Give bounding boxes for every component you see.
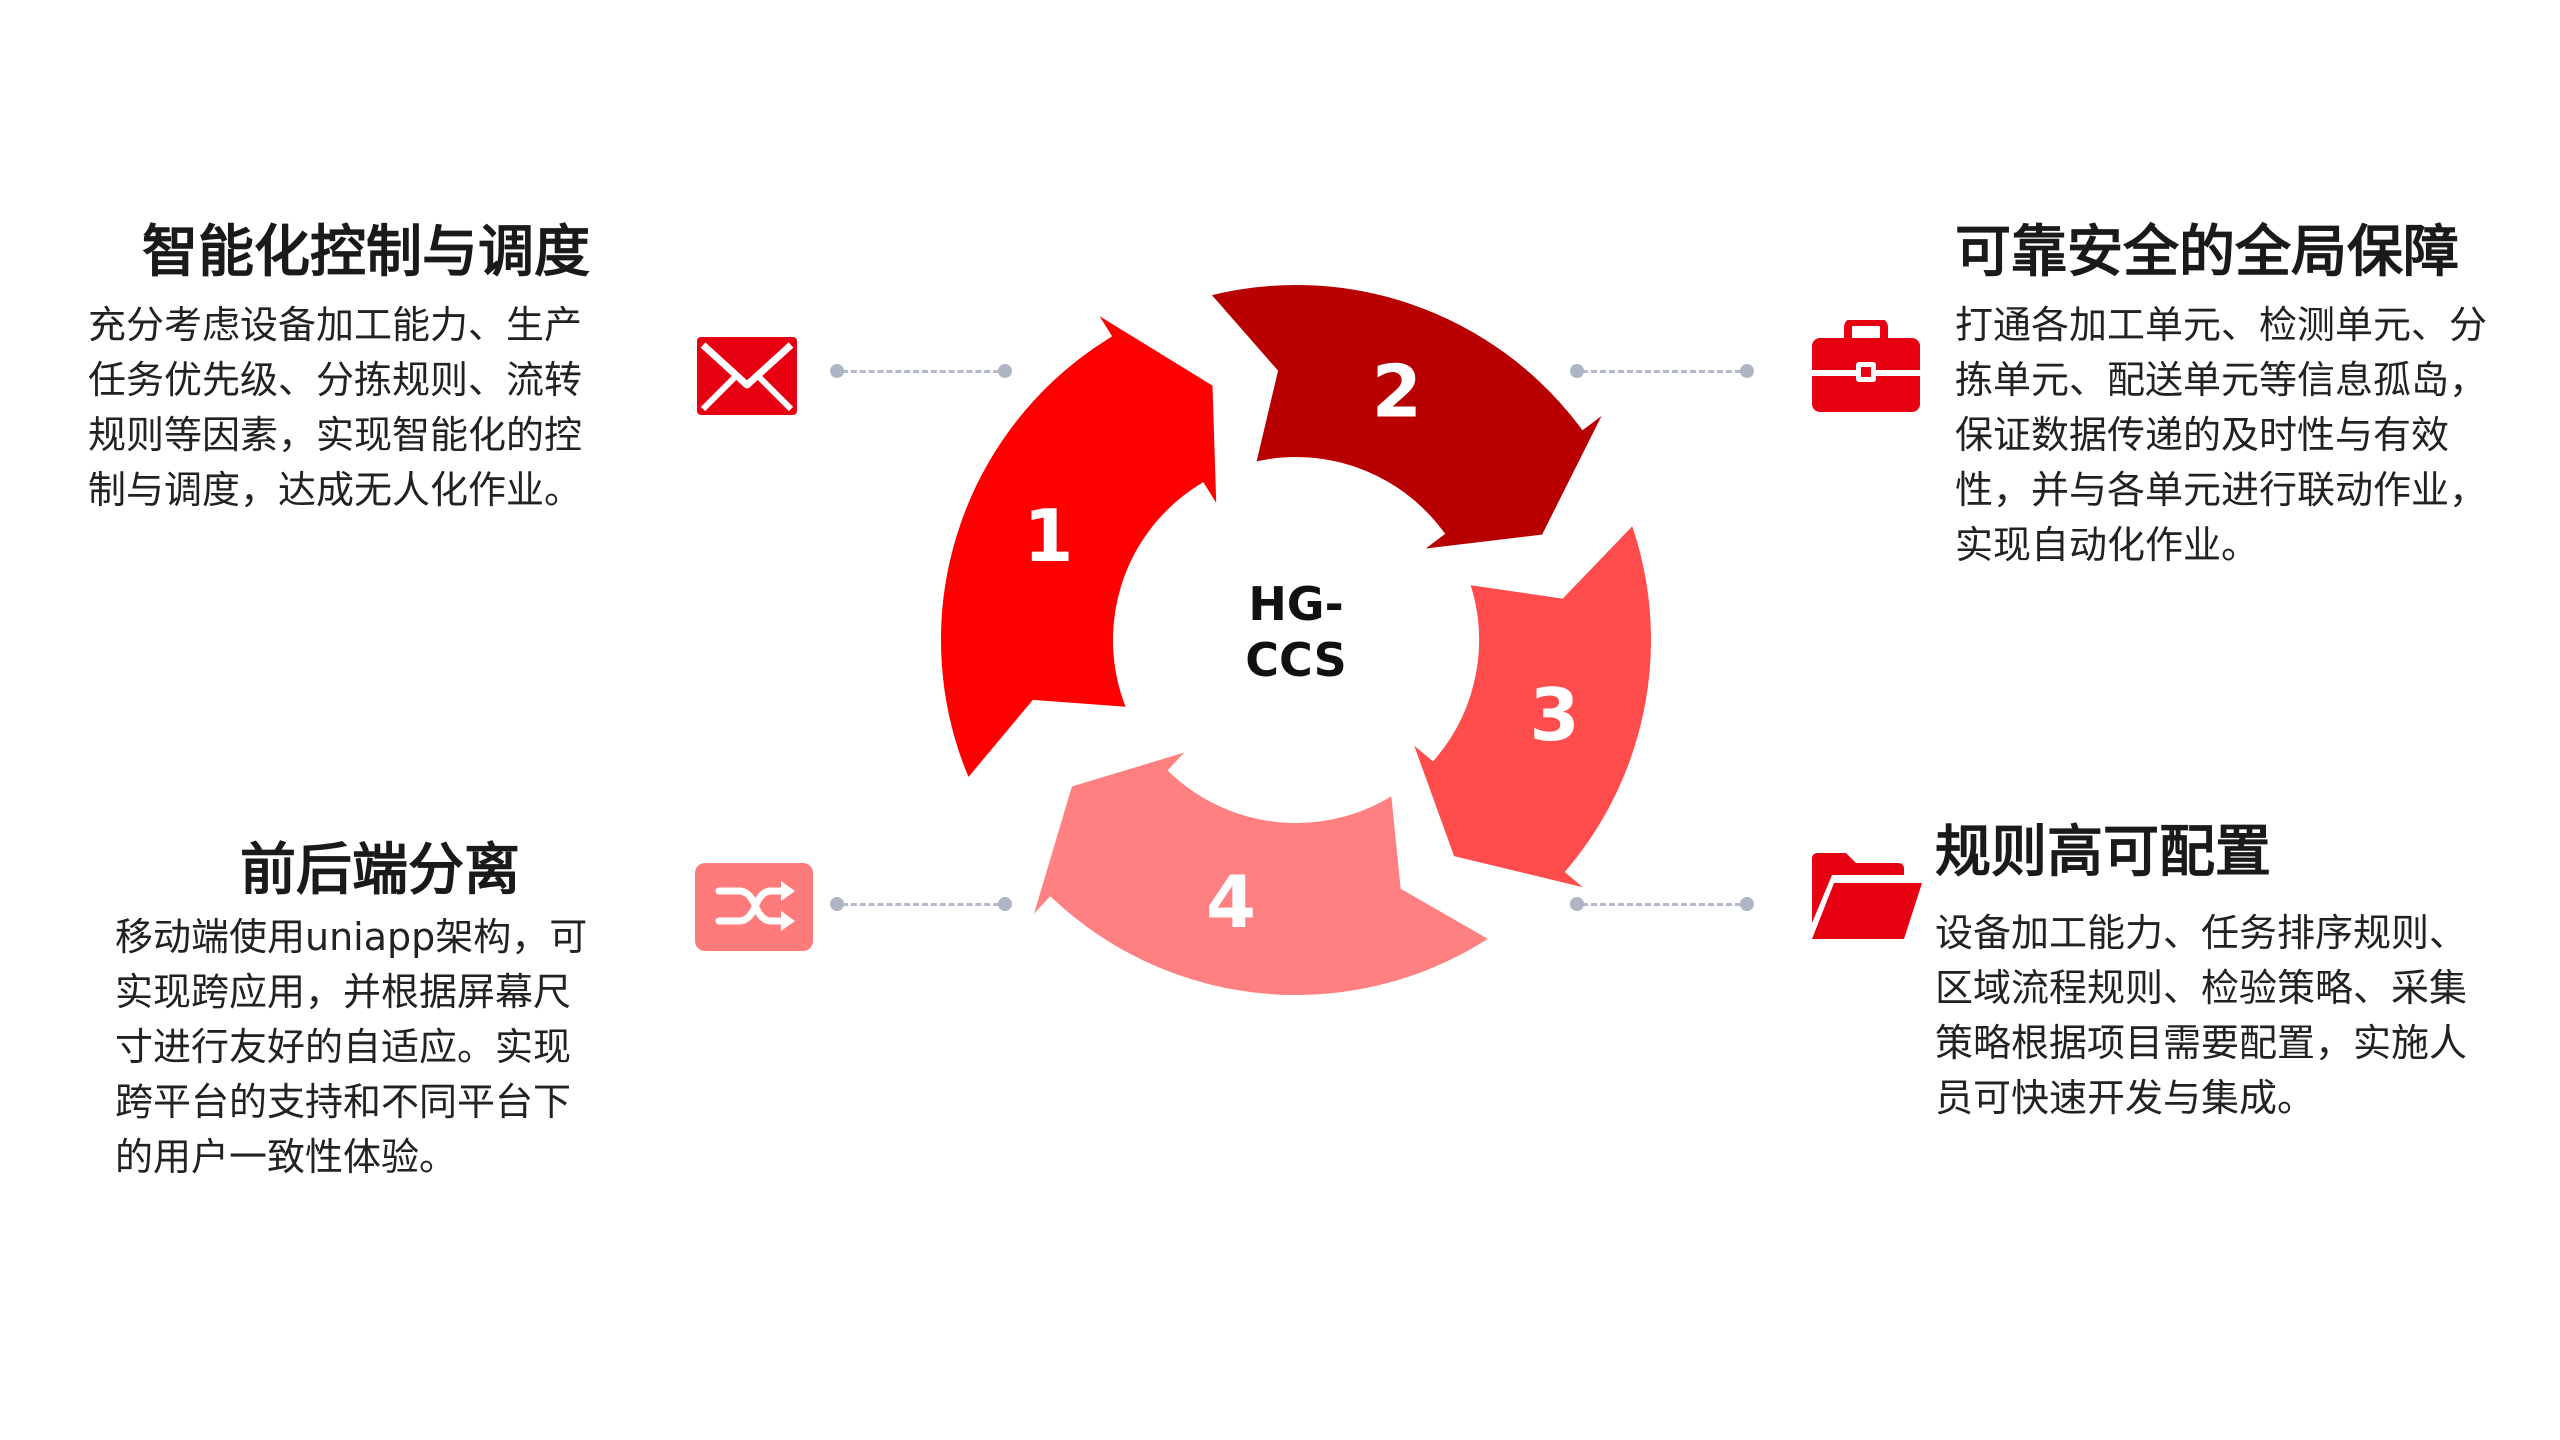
feature-description: 打通各加工单元、检测单元、分拣单元、配送单元等信息孤岛，保证数据传递的及时性与有… (1955, 303, 2488, 567)
feature-description: 充分考虑设备加工能力、生产任务优先级、分拣规则、流转规则等因素，实现智能化的控制… (88, 303, 583, 512)
cycle-segment-1 (931, 296, 1228, 796)
shuffle-icon (695, 863, 813, 951)
cycle-segment-2 (1193, 275, 1620, 563)
feature-title: 智能化控制与调度 (142, 220, 590, 285)
feature-description: 移动端使用uniapp架构，可实现跨应用，并根据屏幕尺寸进行友好的自适应。实现跨… (115, 915, 588, 1179)
segment-number-4: 4 (1206, 860, 1256, 944)
feature-title: 前后端分离 (240, 838, 520, 903)
briefcase-icon (1812, 318, 1920, 412)
center-title-line2: CCS (1245, 633, 1347, 687)
feature-title: 可靠安全的全局保障 (1955, 220, 2459, 285)
cycle-segment-3 (1392, 507, 1662, 902)
segment-number-3: 3 (1530, 673, 1580, 757)
segment-number-1: 1 (1023, 494, 1073, 578)
feature-title: 规则高可配置 (1935, 820, 2271, 885)
center-title-line1: HG- (1248, 577, 1343, 631)
envelope-icon (697, 337, 797, 415)
segment-number-2: 2 (1372, 350, 1422, 434)
feature-description: 设备加工能力、任务排序规则、区域流程规则、检验策略、采集策略根据项目需要配置，实… (1935, 911, 2468, 1120)
folder-icon (1812, 853, 1922, 939)
cycle-segment-4 (1018, 732, 1507, 1005)
